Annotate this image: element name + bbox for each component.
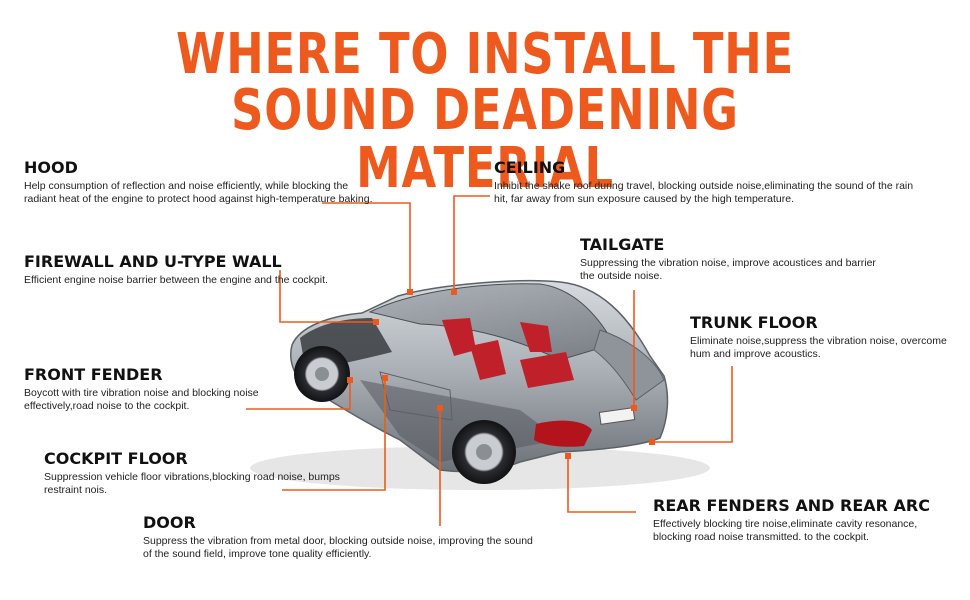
anchor-rear-fenders xyxy=(565,453,571,459)
callout-tailgate: TAILGATE Suppressing the vibration noise… xyxy=(580,235,890,283)
trunk-lid xyxy=(593,329,665,401)
callout-cockpit-floor: COCKPIT FLOOR Suppression vehicle floor … xyxy=(44,449,354,497)
callout-text: Effectively blocking tire noise,eliminat… xyxy=(653,518,918,543)
anchor-firewall xyxy=(373,319,379,325)
callout-ceiling: CEILING Inhibit the shake roof during tr… xyxy=(494,158,924,206)
license-plate xyxy=(598,407,636,425)
callout-text: Eliminate noise,suppress the vibration n… xyxy=(690,335,947,360)
callout-heading: TAILGATE xyxy=(580,235,665,254)
anchor-ceiling xyxy=(451,289,457,295)
callout-front-fender: FRONT FENDER Boycott with tire vibration… xyxy=(24,365,314,413)
leader-lines xyxy=(246,195,733,526)
roof-glass xyxy=(368,283,615,361)
callout-rear-fenders: REAR FENDERS AND REAR ARC Effectively bl… xyxy=(653,496,958,544)
title-line-2: SOUND DEADENING MATERIAL xyxy=(231,78,739,201)
leader-front-fender xyxy=(246,380,351,410)
anchor-cockpit-floor xyxy=(382,375,388,381)
callout-text: Suppression vehicle floor vibrations,blo… xyxy=(44,471,340,496)
anchor-front-fender xyxy=(347,377,353,383)
callout-text: Inhibit the shake roof during travel, bl… xyxy=(494,180,914,205)
callout-text: Help consumption of reflection and noise… xyxy=(24,180,373,205)
leader-cockpit-floor xyxy=(282,378,386,491)
leader-hood xyxy=(322,202,411,292)
callout-text: Boycott with tire vibration noise and bl… xyxy=(24,387,259,412)
anchor-door xyxy=(437,405,443,411)
callout-trunk-floor: TRUNK FLOOR Eliminate noise,suppress the… xyxy=(690,313,950,361)
callout-door: DOOR Suppress the vibration from metal d… xyxy=(143,513,533,561)
callout-firewall: FIREWALL AND U-TYPE WALL Efficient engin… xyxy=(24,252,384,287)
callout-heading: FIREWALL AND U-TYPE WALL xyxy=(24,252,282,271)
callout-hood: HOOD Help consumption of reflection and … xyxy=(24,158,379,206)
anchor-tailgate xyxy=(631,405,637,411)
door-outline xyxy=(379,371,453,421)
callout-text: Suppress the vibration from metal door, … xyxy=(143,535,533,560)
callout-heading: DOOR xyxy=(143,513,196,532)
callout-text: Efficient engine noise barrier between t… xyxy=(24,274,328,286)
callout-heading: REAR FENDERS AND REAR ARC xyxy=(653,496,930,515)
leader-ceiling xyxy=(453,195,490,292)
tail-light xyxy=(534,420,592,447)
callout-heading: FRONT FENDER xyxy=(24,365,163,384)
callout-text: Suppressing the vibration noise, improve… xyxy=(580,257,876,282)
callout-heading: HOOD xyxy=(24,158,78,177)
callout-heading: CEILING xyxy=(494,158,566,177)
leader-firewall xyxy=(279,270,376,323)
leader-trunk-floor xyxy=(652,366,733,443)
anchor-trunk-floor xyxy=(649,439,655,445)
title-line-1: WHERE TO INSTALL THE xyxy=(176,22,794,87)
callout-heading: COCKPIT FLOOR xyxy=(44,449,188,468)
leader-anchors xyxy=(347,289,655,459)
leader-rear-fenders xyxy=(567,456,636,513)
anchor-hood xyxy=(407,289,413,295)
seats xyxy=(442,318,574,388)
callout-heading: TRUNK FLOOR xyxy=(690,313,818,332)
